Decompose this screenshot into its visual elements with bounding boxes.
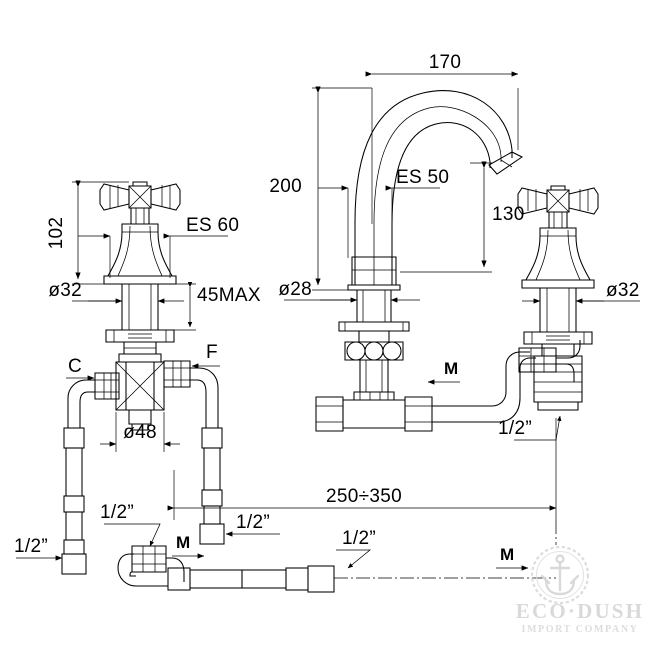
dimension-valve-body-width: ø48	[100, 412, 180, 452]
center-line	[334, 520, 557, 579]
label-m-3: M	[500, 545, 514, 564]
left-handle-assembly	[99, 181, 181, 355]
dimension-outlet-height: 130	[400, 161, 525, 273]
right-handle-assembly	[517, 185, 599, 411]
cold-supply-hose	[61, 379, 95, 575]
spout-assembly	[347, 90, 524, 291]
dim-200-label: 200	[269, 176, 302, 197]
thread-label-left-bottom: 1/2”	[14, 536, 63, 561]
mixer-valve-body	[94, 353, 191, 431]
thread-label-center-hose: 1/2”	[336, 528, 376, 569]
thread-half-inch-5: 1/2”	[498, 418, 532, 439]
port-label-hot: F	[191, 342, 220, 369]
dimension-handle-es: ES 60	[78, 215, 239, 278]
dim-130-label: 130	[492, 204, 525, 225]
dim-es50-label: ES 50	[396, 167, 449, 188]
logo-brand-text: ECO·DUSH	[516, 599, 644, 623]
dim-d32-right-label: ø32	[606, 280, 640, 301]
thread-label-right-hose: 1/2”	[225, 512, 280, 537]
dimension-spout-shank-dia: ø28	[278, 279, 420, 303]
flow-label-center: M	[427, 359, 460, 385]
thread-label-spout-connector: 1/2”	[498, 415, 562, 441]
dim-d48-label: ø48	[123, 422, 157, 443]
thread-half-inch-2: 1/2”	[100, 502, 134, 523]
flow-label-bottom-hose: M	[172, 533, 205, 559]
dim-d32-left-label: ø32	[48, 280, 82, 301]
brand-logo: ECO·DUSH IMPORT COMPANY	[516, 545, 644, 635]
hot-supply-hose	[190, 367, 225, 545]
label-f: F	[206, 342, 218, 363]
thread-half-inch-3: 1/2”	[236, 512, 270, 533]
dim-es60-label: ES 60	[186, 215, 239, 236]
dimension-left-shank-dia: ø32	[48, 280, 184, 304]
rope-circle-icon	[530, 545, 590, 605]
dimension-spout-es: ES 50	[318, 167, 449, 258]
dim-d28-label: ø28	[278, 279, 312, 300]
thread-half-inch-1: 1/2”	[14, 536, 48, 557]
anchor-icon	[540, 554, 580, 596]
spout-shank-assembly	[315, 289, 521, 432]
spout-supply-riser	[505, 340, 581, 382]
bottom-flexible-hose	[117, 545, 335, 593]
label-c: C	[68, 356, 82, 377]
dim-170-label: 170	[429, 52, 462, 73]
thread-label-elbow: 1/2”	[100, 502, 161, 547]
dimension-45max: 45MAX	[158, 282, 261, 331]
port-label-cold: C	[66, 356, 95, 381]
label-m-1: M	[444, 359, 458, 378]
dim-250-350-label: 250÷350	[326, 486, 402, 507]
logo-tagline-text: IMPORT COMPANY	[522, 624, 639, 635]
dimension-spout-height: 200	[269, 86, 372, 291]
dimension-right-shank-dia: ø32	[522, 280, 640, 304]
dimension-spread-range: 250÷350	[167, 418, 557, 520]
dimension-handle-height: 102	[46, 180, 129, 285]
dimension-spout-reach: 170	[365, 52, 519, 224]
dim-102-label: 102	[46, 217, 67, 250]
dim-45max-label: 45MAX	[197, 285, 261, 306]
label-m-2: M	[176, 533, 190, 552]
thread-half-inch-4: 1/2”	[342, 528, 376, 549]
flow-label-bottom-right: M	[496, 545, 529, 571]
